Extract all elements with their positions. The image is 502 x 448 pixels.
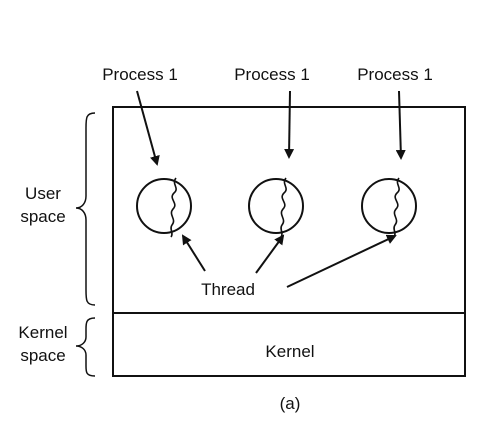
kernel-label: Kernel <box>265 342 314 361</box>
thread-arrow-1 <box>181 234 206 272</box>
process-circle-3 <box>361 178 417 234</box>
process-label-3: Process 1 <box>357 65 433 84</box>
thread-label: Thread <box>201 280 255 299</box>
figure-caption: (a) <box>280 394 301 413</box>
process-arrow-1 <box>136 90 160 166</box>
process-arrow-3 <box>395 90 406 160</box>
thread-squiggle-3 <box>393 177 400 238</box>
user-space-label-line1: User <box>25 184 61 203</box>
process-arrow-2 <box>284 90 295 159</box>
kernel-space-label-line2: space <box>20 346 65 365</box>
thread-arrow-3 <box>286 234 397 288</box>
thread-squiggle-1 <box>170 177 177 238</box>
process-label-2: Process 1 <box>234 65 310 84</box>
user-space-brace <box>75 112 96 306</box>
kernel-space-label-line1: Kernel <box>18 323 67 342</box>
kernel-space-box <box>112 312 466 377</box>
kernel-space-brace <box>75 317 96 377</box>
thread-squiggle-2 <box>280 177 287 238</box>
user-space-label-line2: space <box>20 207 65 226</box>
process-label-1: Process 1 <box>102 65 178 84</box>
process-circle-1 <box>136 178 192 234</box>
process-circle-2 <box>248 178 304 234</box>
thread-arrow-2 <box>255 234 285 274</box>
